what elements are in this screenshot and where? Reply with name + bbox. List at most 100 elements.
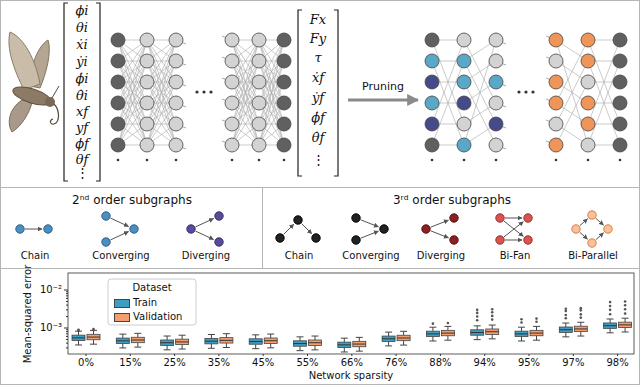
motif-label: Chain	[285, 250, 314, 262]
box	[87, 328, 100, 344]
whisker	[580, 322, 581, 326]
whisker	[182, 345, 183, 349]
box-body	[116, 338, 129, 343]
whisker-cap	[429, 340, 436, 341]
box-body	[131, 337, 144, 342]
vector-entry: ⋮	[76, 166, 89, 181]
whisker	[477, 326, 478, 330]
outlier	[624, 308, 627, 311]
x-tick-label: 66%	[341, 357, 363, 369]
network-edge	[147, 82, 176, 145]
vector-entry: ϕf	[75, 137, 89, 152]
axis-title: Network sparsity	[309, 370, 394, 382]
whisker-cap	[223, 347, 230, 348]
box	[116, 334, 129, 348]
whisker-cap	[385, 332, 392, 333]
neuron	[549, 54, 563, 68]
whisker-cap	[341, 338, 348, 339]
whisker	[315, 336, 316, 340]
whisker-cap	[489, 338, 496, 339]
neuron	[140, 117, 154, 131]
outlier	[565, 308, 568, 311]
motif-link	[580, 232, 588, 239]
neuron	[581, 138, 595, 152]
bracket-right	[334, 10, 338, 176]
neuron	[111, 54, 125, 68]
output-vector: FxFyτẋfẏfϕ̇fθ̇f⋮	[296, 8, 340, 178]
moth-proboscis	[50, 104, 58, 124]
outlier	[476, 315, 479, 318]
whisker	[492, 325, 493, 329]
boxplot-chart	[64, 273, 634, 356]
box	[176, 335, 189, 349]
vector-entry: ẋi	[76, 38, 88, 53]
x-tick	[396, 354, 397, 356]
motif-link	[580, 219, 588, 226]
input-vector: ϕiθiẋiẏiϕ̇iθ̇ixfyfϕfθf⋮	[62, 1, 102, 183]
y-minor-tick	[66, 305, 68, 306]
neuron	[425, 33, 439, 47]
median-line	[426, 333, 439, 334]
whisker-cap	[607, 319, 614, 320]
ellipsis-dot	[555, 159, 558, 162]
whisker	[315, 345, 316, 349]
y-tick	[64, 328, 68, 329]
box-body	[205, 338, 218, 343]
neuron	[613, 33, 627, 47]
network-edge	[556, 40, 588, 103]
x-tick-label: 88%	[429, 357, 451, 369]
x-tick	[307, 354, 308, 356]
legend-swatch	[114, 299, 130, 308]
box-body	[530, 330, 543, 335]
box-body	[604, 323, 617, 328]
box	[530, 317, 543, 340]
whisker-cap	[297, 336, 304, 337]
ellipsis-dot	[517, 90, 520, 93]
whisker	[167, 336, 168, 340]
motif-label: Bi-Parallel	[568, 250, 618, 262]
outlier	[624, 312, 627, 315]
x-tick	[440, 354, 441, 356]
whisker-cap	[385, 345, 392, 346]
outlier	[432, 322, 435, 325]
y-minor-tick	[66, 336, 68, 337]
median-line	[441, 333, 454, 334]
whisker	[403, 331, 404, 335]
whisker-cap	[164, 336, 171, 337]
box-body	[264, 338, 277, 343]
neuron	[581, 117, 595, 131]
whisker	[255, 344, 256, 348]
motif-label: Diverging	[182, 250, 230, 262]
neuron	[169, 54, 183, 68]
x-tick-label: 15%	[119, 357, 141, 369]
whisker-cap	[577, 336, 584, 337]
whisker-cap	[267, 334, 274, 335]
whisker-cap	[179, 335, 186, 336]
outlier	[447, 322, 450, 325]
outlier	[92, 328, 95, 331]
whisker-cap	[119, 334, 126, 335]
y-minor-tick	[66, 339, 68, 340]
x-tick	[484, 354, 485, 356]
median-line	[604, 325, 617, 326]
median-line	[309, 342, 322, 343]
box	[72, 328, 85, 345]
box-body	[619, 322, 632, 327]
y-minor-tick	[66, 316, 68, 317]
motif-icons	[16, 211, 612, 247]
whisker	[255, 335, 256, 339]
y-minor-tick	[66, 333, 68, 334]
neuron	[489, 96, 503, 110]
ellipsis-dot	[463, 159, 466, 162]
neuron	[225, 33, 239, 47]
motif-node	[352, 236, 360, 244]
whisker-cap	[400, 345, 407, 346]
box-body	[176, 339, 189, 344]
y-tick-label: 10⁻³	[40, 322, 62, 334]
neuron	[169, 138, 183, 152]
whisker	[521, 327, 522, 331]
subgraph-panel: 3ʳᵈ order subgraphsChainConvergingDiverg…	[262, 187, 640, 269]
whisker-cap	[341, 351, 348, 352]
axis-title: Mean-squared error	[22, 265, 34, 364]
motif-link	[596, 233, 604, 240]
